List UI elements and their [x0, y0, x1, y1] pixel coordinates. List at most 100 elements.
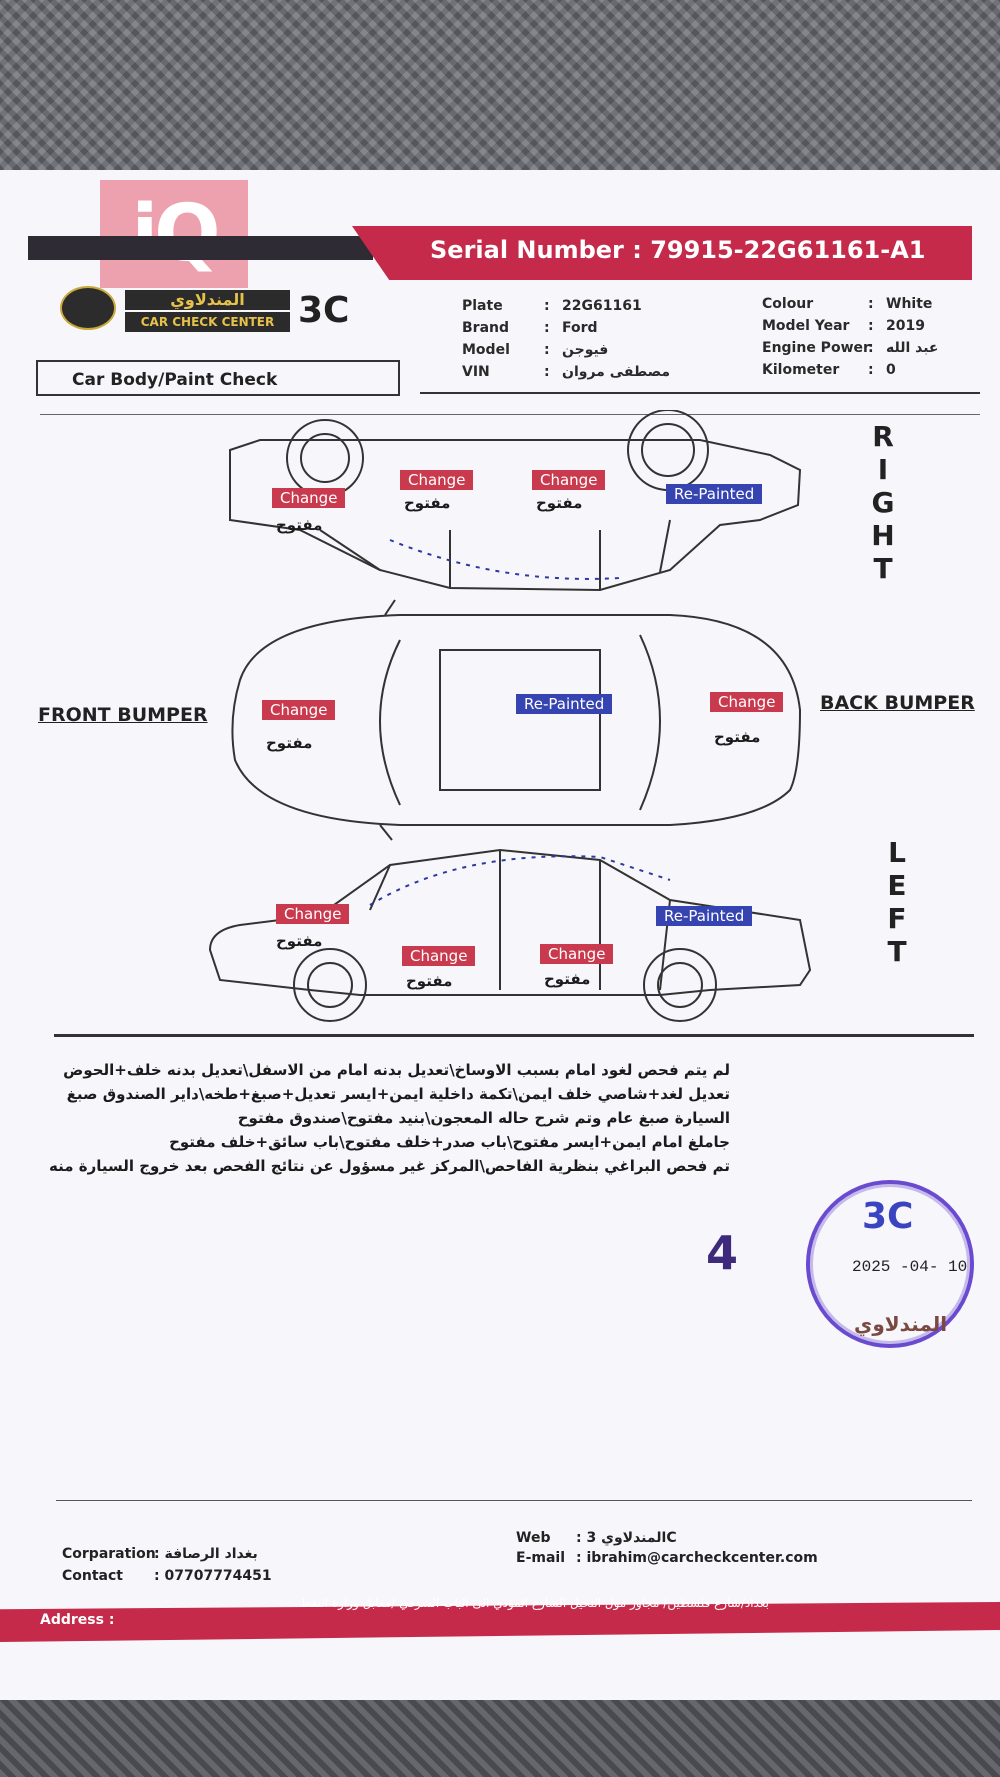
page-number: 4	[706, 1226, 739, 1280]
email-label: E-mail	[516, 1550, 566, 1566]
note-line: السيارة صبغ عام وتم شرح حاله المعجون\بني…	[237, 1109, 730, 1127]
diagram-top-divider	[40, 414, 980, 415]
left-tag-rear-door: Change	[540, 944, 614, 964]
left-letter: T	[887, 935, 907, 968]
left-label: L E F T	[882, 836, 912, 968]
footer-divider	[56, 1500, 972, 1501]
right-letter: T	[873, 552, 893, 585]
vin-value: مصطفى مروان	[562, 364, 671, 380]
brand-english: CAR CHECK CENTER	[125, 312, 290, 332]
plate-label: Plate	[462, 298, 503, 314]
left-side-car-outline	[208, 848, 812, 1022]
car-logo-icon	[60, 286, 116, 330]
stamp-code: 3C	[862, 1196, 914, 1237]
right-tag-front-fender: Change	[400, 470, 474, 490]
engine-power-label: Engine Power	[762, 340, 870, 356]
right-note-1: مفتوح	[276, 516, 323, 534]
top-note-hood: مفتوح	[266, 734, 313, 752]
top-view-car-outline	[231, 599, 802, 841]
car-diagram	[208, 410, 812, 1022]
contact-label: Contact	[62, 1568, 123, 1584]
left-side-pen-marks	[369, 855, 671, 906]
left-note-2: مفتوح	[406, 972, 453, 990]
plate-row: Plate:22G61161	[462, 298, 642, 314]
web-row: Web: المندلاوي 3C	[516, 1530, 677, 1546]
stamp-name: المندلاوي	[854, 1312, 948, 1336]
note-line: تم فحص البراغي بنظرية الفاحص\المركز غير …	[48, 1157, 730, 1175]
kilometer-row: Kilometer:0	[762, 362, 896, 378]
serial-value: 79915-22G61161-A1	[650, 236, 926, 264]
inspection-notes: لم يتم فحص لغود امام بسبب الاوساخ\تعديل …	[48, 1058, 730, 1178]
vin-row: VIN:مصطفى مروان	[462, 364, 671, 380]
left-note-1: مفتوح	[276, 932, 323, 950]
left-tag-front-fender: Change	[276, 904, 350, 924]
diagram-bottom-divider	[54, 1034, 974, 1037]
bottom-fabric	[0, 1700, 1000, 1777]
header-red-banner	[352, 226, 972, 280]
web-label: Web	[516, 1530, 551, 1546]
company-stamp	[806, 1180, 974, 1348]
note-line: جاملغ امام ايمن+ايسر مفتوح\باب صدر+خلف م…	[169, 1133, 730, 1151]
colour-label: Colour	[762, 296, 814, 312]
left-letter: F	[887, 902, 907, 935]
top-tag-hood: Change	[262, 700, 336, 720]
engine-power-row: Engine Power:عبد الله	[762, 340, 939, 356]
section-title: Car Body/Paint Check	[36, 360, 400, 396]
left-tag-front-door: Change	[402, 946, 476, 966]
brand-row: Brand:Ford	[462, 320, 598, 336]
left-tag-rear-quarter: Re-Painted	[656, 906, 753, 926]
brand-code: 3C	[298, 290, 350, 331]
right-note-3: مفتوح	[536, 494, 583, 512]
model-year-value: 2019	[886, 318, 925, 334]
right-tag-front-door: Change	[272, 488, 346, 508]
address-label-row: Address :	[40, 1612, 115, 1628]
address-value: بغداد/شارع فلسطين/ مجاور مول النخيل الشا…	[300, 1596, 769, 1610]
model-label: Model	[462, 342, 510, 358]
colour-row: Colour:White	[762, 296, 933, 312]
front-bumper-label: FRONT BUMPER	[38, 704, 208, 726]
top-tag-roof: Re-Painted	[516, 694, 613, 714]
corporation-label: Corparation	[62, 1546, 156, 1562]
right-letter: H	[871, 519, 895, 552]
right-letter: I	[877, 453, 889, 486]
contact-row: Contact: 07707774451	[62, 1568, 272, 1584]
corporation-value: بغداد الرصافة	[164, 1546, 258, 1562]
engine-power-value: عبد الله	[886, 340, 939, 356]
address-label: Address	[40, 1612, 104, 1628]
model-value: فيوجن	[562, 342, 609, 358]
stamp-date: 2025 -04- 10	[852, 1258, 968, 1276]
web-value: المندلاوي 3C	[586, 1530, 677, 1546]
vin-label: VIN	[462, 364, 490, 380]
corporation-row: Corparation: بغداد الرصافة	[62, 1546, 258, 1562]
brand-label: Brand	[462, 320, 510, 336]
left-letter: E	[887, 869, 907, 902]
kilometer-value: 0	[886, 362, 896, 378]
note-line: لم يتم فحص لغود امام بسبب الاوساخ\تعديل …	[63, 1061, 730, 1079]
contact-value: 07707774451	[164, 1568, 272, 1584]
right-side-pen-marks	[389, 539, 621, 580]
right-label: R I G H T	[868, 420, 898, 585]
right-tag-rear-quarter: Re-Painted	[666, 484, 763, 504]
serial-label: Serial Number :	[430, 236, 642, 264]
left-note-3: مفتوح	[544, 970, 591, 988]
colour-value: White	[886, 296, 933, 312]
note-line: تعديل لغد+شاصي خلف ايمن\تكمة داخلية ايمن…	[66, 1085, 730, 1103]
right-tag-rear-door: Change	[532, 470, 606, 490]
plate-value: 22G61161	[562, 298, 642, 314]
email-value[interactable]: ibrahim@carcheckcenter.com	[586, 1550, 818, 1566]
header-divider	[420, 392, 980, 394]
email-row: E-mail: ibrahim@carcheckcenter.com	[516, 1550, 818, 1566]
back-bumper-label: BACK BUMPER	[820, 692, 975, 714]
brand-value: Ford	[562, 320, 598, 336]
right-letter: R	[872, 420, 894, 453]
kilometer-label: Kilometer	[762, 362, 840, 378]
iq-watermark-logo: iQ	[100, 180, 248, 288]
model-year-label: Model Year	[762, 318, 850, 334]
right-note-2: مفتوح	[404, 494, 451, 512]
top-note-trunk: مفتوح	[714, 728, 761, 746]
brand-arabic: المندلاوي	[125, 290, 290, 310]
model-row: Model:فيوجن	[462, 342, 609, 358]
serial-number: Serial Number : 79915-22G61161-A1	[430, 236, 925, 264]
model-year-row: Model Year:2019	[762, 318, 925, 334]
header-dark-bar	[28, 236, 373, 260]
